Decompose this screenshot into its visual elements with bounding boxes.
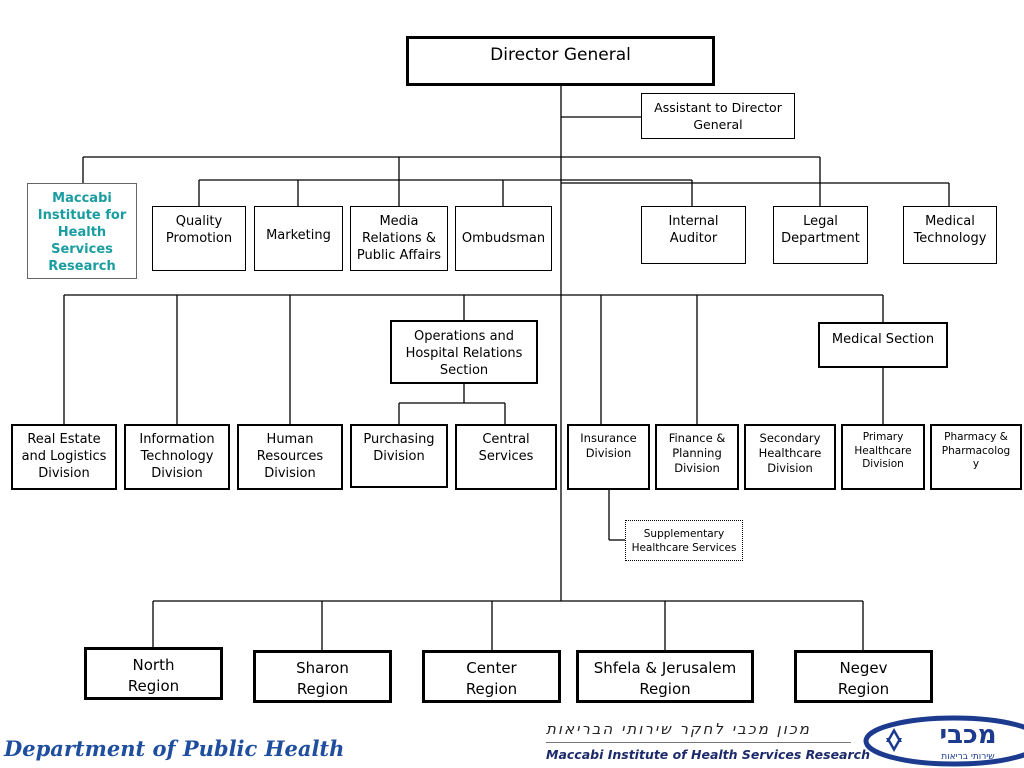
information-technology-division-box: Information Technology Division bbox=[124, 424, 230, 490]
medical-technology-label: Medical Technology bbox=[913, 214, 987, 246]
legal-department-label: Legal Department bbox=[781, 214, 860, 246]
supplementary-services-box: Supplementary Healthcare Services bbox=[625, 520, 743, 561]
human-resources-division-label: Human Resources Division bbox=[256, 432, 324, 481]
real-estate-division-label: Real Estate and Logistics Division bbox=[21, 432, 107, 481]
director-general-label: Director General bbox=[490, 45, 631, 65]
medical-section-box: Medical Section bbox=[818, 322, 948, 368]
primary-healthcare-division-box: Primary Healthcare Division bbox=[841, 424, 925, 490]
central-services-label: Central Services bbox=[478, 432, 534, 464]
pharmacology-division-label: Pharmacy & Pharmacolog y bbox=[941, 431, 1011, 470]
purchasing-division-box: Purchasing Division bbox=[350, 424, 448, 488]
assistant-label: Assistant to Director General bbox=[654, 100, 782, 132]
north-region-label: North Region bbox=[127, 656, 180, 695]
institute-english-title: Maccabi Institute of Health Services Res… bbox=[546, 747, 870, 762]
insurance-division-box: Insurance Division bbox=[567, 424, 650, 490]
center-region-label: Center Region bbox=[465, 659, 518, 698]
maccabi-institute-box: Maccabi Institute for Health Services Re… bbox=[27, 183, 137, 279]
finance-planning-division-box: Finance & Planning Division bbox=[655, 424, 739, 490]
real-estate-division-box: Real Estate and Logistics Division bbox=[11, 424, 117, 490]
human-resources-division-box: Human Resources Division bbox=[237, 424, 343, 490]
primary-healthcare-division-label: Primary Healthcare Division bbox=[854, 431, 912, 470]
quality-promotion-label: Quality Promotion bbox=[165, 214, 233, 246]
operations-section-box: Operations and Hospital Relations Sectio… bbox=[390, 320, 538, 384]
medical-section-label: Medical Section bbox=[831, 332, 935, 347]
negev-region-box: Negev Region bbox=[794, 650, 933, 703]
media-relations-label: Media Relations & Public Affairs bbox=[356, 214, 442, 263]
information-technology-division-label: Information Technology Division bbox=[139, 432, 215, 481]
operations-section-label: Operations and Hospital Relations Sectio… bbox=[405, 329, 523, 378]
secondary-healthcare-division-box: Secondary Healthcare Division bbox=[744, 424, 836, 490]
marketing-box: Marketing bbox=[254, 206, 343, 271]
north-region-box: North Region bbox=[84, 647, 223, 700]
shfela-jerusalem-region-box: Shfela & Jerusalem Region bbox=[576, 650, 754, 703]
sharon-region-box: Sharon Region bbox=[253, 650, 392, 703]
finance-planning-division-label: Finance & Planning Division bbox=[668, 431, 726, 475]
media-relations-box: Media Relations & Public Affairs bbox=[350, 206, 448, 271]
director-general-box: Director General bbox=[406, 36, 715, 86]
medical-technology-box: Medical Technology bbox=[903, 206, 997, 264]
maccabi-logo-text: מכבי bbox=[939, 720, 997, 750]
legal-department-box: Legal Department bbox=[773, 206, 868, 264]
negev-region-label: Negev Region bbox=[837, 659, 890, 698]
maccabi-logo-icon bbox=[863, 715, 1024, 767]
insurance-division-label: Insurance Division bbox=[580, 431, 637, 460]
center-region-box: Center Region bbox=[422, 650, 561, 703]
internal-auditor-box: Internal Auditor bbox=[641, 206, 746, 264]
ombudsman-label: Ombudsman bbox=[461, 231, 546, 246]
central-services-box: Central Services bbox=[455, 424, 557, 490]
institute-hebrew-title: מכון מכבי לחקר שירותי הבריאות bbox=[546, 720, 811, 738]
marketing-label: Marketing bbox=[266, 228, 331, 243]
purchasing-division-label: Purchasing Division bbox=[363, 432, 435, 464]
maccabi-logo-subtitle: שירותי בריאות bbox=[941, 752, 995, 762]
pharmacology-division-box: Pharmacy & Pharmacolog y bbox=[930, 424, 1022, 490]
sharon-region-label: Sharon Region bbox=[296, 659, 349, 698]
maccabi-institute-label: Maccabi Institute for Health Services Re… bbox=[37, 191, 127, 274]
supplementary-services-label: Supplementary Healthcare Services bbox=[631, 528, 737, 554]
ombudsman-box: Ombudsman bbox=[455, 206, 552, 271]
internal-auditor-label: Internal Auditor bbox=[668, 214, 719, 246]
shfela-jerusalem-region-label: Shfela & Jerusalem Region bbox=[593, 659, 737, 698]
department-title: Department of Public Health bbox=[4, 736, 345, 761]
secondary-healthcare-division-label: Secondary Healthcare Division bbox=[758, 431, 822, 475]
footer-divider bbox=[546, 742, 851, 743]
assistant-box: Assistant to Director General bbox=[641, 93, 795, 139]
quality-promotion-box: Quality Promotion bbox=[152, 206, 246, 271]
